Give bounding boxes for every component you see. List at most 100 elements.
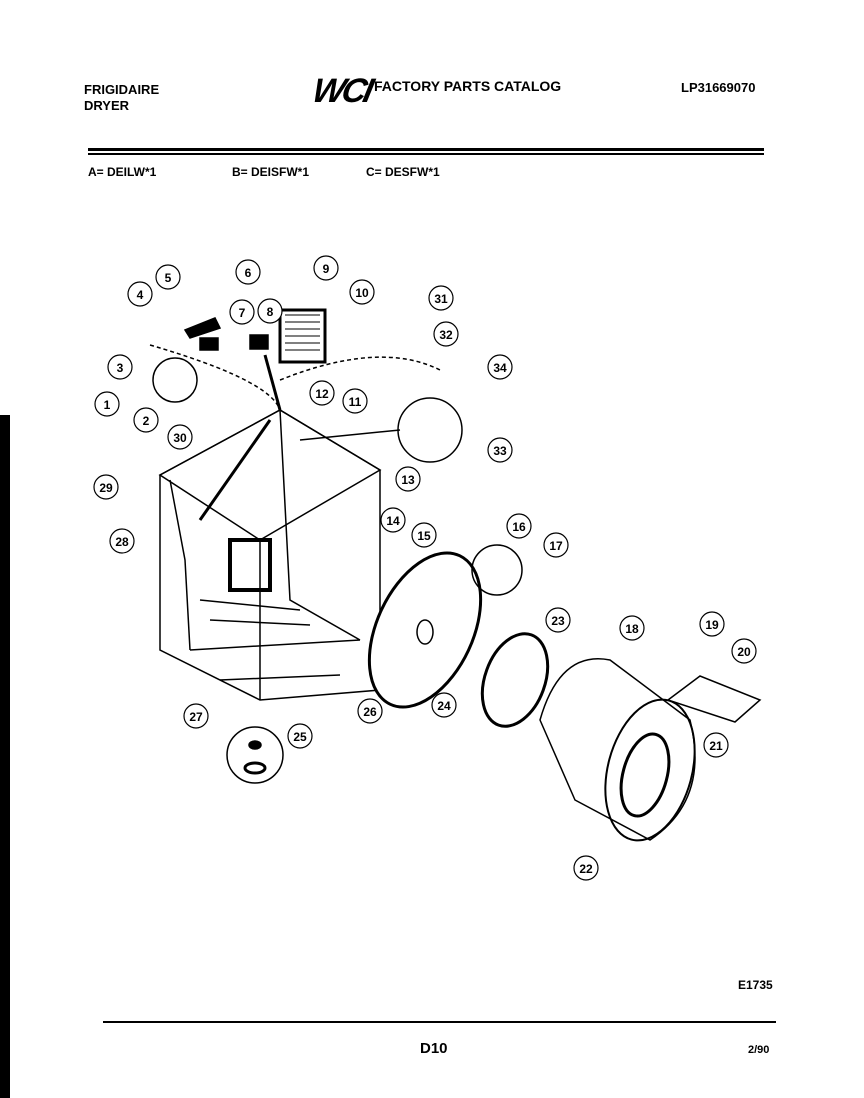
callout-bubble [357,698,383,724]
callout-13: 13 [395,466,421,492]
callout-number: 34 [493,361,507,375]
callout-19: 19 [699,611,725,637]
callout-26: 26 [357,698,383,724]
seal-ring [480,632,550,728]
baffle [666,675,762,723]
callout-number: 18 [625,622,639,636]
callout-5: 5 [155,264,181,290]
model-c: C= DESFW*1 [366,165,440,179]
brand-block: FRIGIDAIRE DRYER [84,82,159,114]
callout-bubble [107,354,133,380]
figure-code: E1735 [738,978,773,992]
callout-number: 16 [512,520,526,534]
callout-22: 22 [573,855,599,881]
callout-number: 6 [245,266,252,280]
callout-27: 27 [183,703,209,729]
callout-bubble [731,638,757,664]
callout-number: 32 [439,328,453,342]
callout-bubble [545,607,571,633]
front-bulkhead [367,551,483,709]
callout-bubble [619,615,645,641]
brand-name: FRIGIDAIRE [84,82,160,97]
header-rule-2 [88,153,764,155]
callout-bubble [183,703,209,729]
callout-21: 21 [703,732,729,758]
callout-bubble [349,279,375,305]
callout-number: 29 [99,481,113,495]
callout-9: 9 [313,255,339,281]
lint-grille [278,308,327,364]
callout-bubble [431,692,457,718]
callout-10: 10 [349,279,375,305]
part-number: LP31669070 [681,80,756,95]
callout-number: 2 [143,414,150,428]
catalog-title: FACTORY PARTS CATALOG [374,78,562,94]
callout-bubble [342,388,368,414]
callout-number: 28 [115,535,129,549]
callout-3: 3 [107,354,133,380]
detail-circle [397,397,463,463]
callout-20: 20 [731,638,757,664]
callout-bubble [257,298,283,324]
callout-bubble [573,855,599,881]
callout-number: 21 [709,739,723,753]
callout-bubble [127,281,153,307]
callout-number: 20 [737,645,751,659]
callout-31: 31 [428,285,454,311]
callout-number: 31 [434,292,448,306]
callout-bubble [155,264,181,290]
callout-number: 12 [315,387,329,401]
model-a: A= DEILW*1 [88,165,157,179]
callout-number: 33 [493,444,507,458]
cabinet [158,409,382,701]
callout-bubble [433,321,459,347]
callout-bubble [428,285,454,311]
callout-30: 30 [167,424,193,450]
callout-1: 1 [94,391,120,417]
callout-bubble [506,513,532,539]
callout-bubble [133,407,159,433]
callout-number: 22 [579,862,593,876]
footer-rule [103,1021,776,1023]
callout-24: 24 [431,692,457,718]
callout-7: 7 [229,299,255,325]
callout-33: 33 [487,437,513,463]
callout-16: 16 [506,513,532,539]
callout-28: 28 [109,528,135,554]
callout-bubble [167,424,193,450]
callout-bubble [703,732,729,758]
callout-bubble [313,255,339,281]
callout-number: 14 [386,514,400,528]
callout-number: 1 [104,398,111,412]
callout-25: 25 [287,723,313,749]
callout-number: 27 [189,710,203,724]
callout-number: 23 [551,614,565,628]
callout-bubble [109,528,135,554]
callout-32: 32 [433,321,459,347]
callout-6: 6 [235,259,261,285]
callout-8: 8 [257,298,283,324]
callout-bubble [93,474,119,500]
callout-number: 17 [549,539,563,553]
callout-23: 23 [545,607,571,633]
callout-bubble [229,299,255,325]
callout-34: 34 [487,354,513,380]
callout-bubble [235,259,261,285]
callout-14: 14 [380,507,406,533]
callout-17: 17 [543,532,569,558]
callout-bubble [94,391,120,417]
callout-number: 7 [239,306,246,320]
scan-edge [0,415,10,1098]
callout-number: 11 [349,395,362,409]
callout-bubble [287,723,313,749]
callout-number: 15 [417,529,431,543]
callout-bubble [487,354,513,380]
callout-number: 30 [173,431,187,445]
callout-15: 15 [411,522,437,548]
callout-number: 13 [401,473,415,487]
callout-number: 19 [705,618,719,632]
callout-4: 4 [127,281,153,307]
product-name: DRYER [84,98,130,113]
callout-number: 8 [267,305,274,319]
model-b: B= DEISFW*1 [232,165,310,179]
